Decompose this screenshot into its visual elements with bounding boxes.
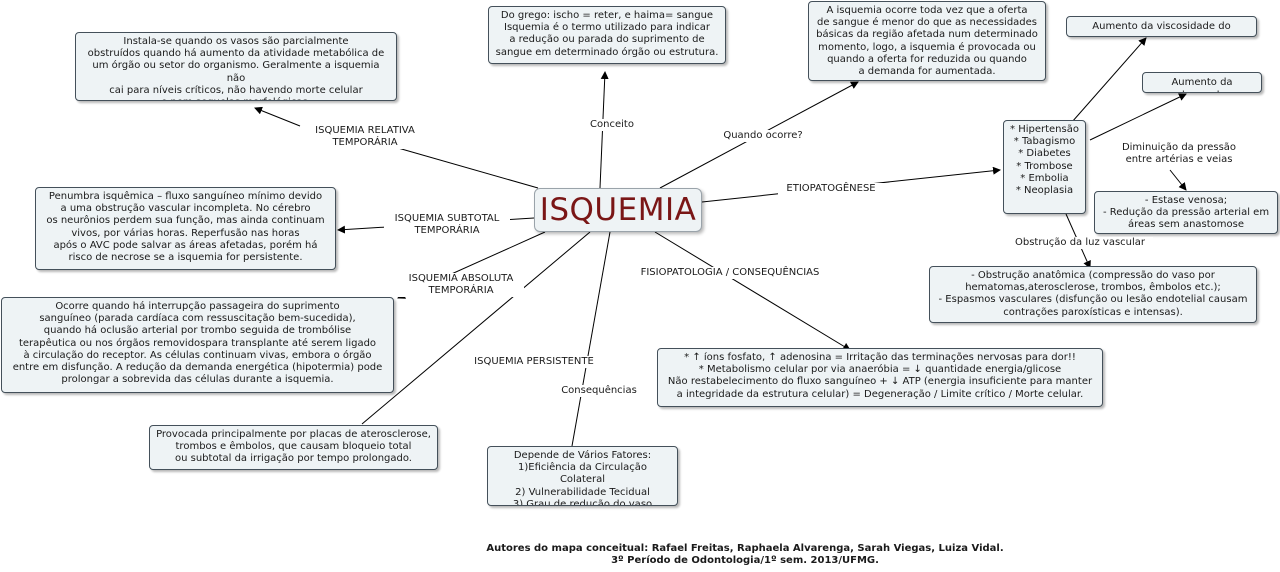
viscosidade-box: Aumento da viscosidade do sangue bbox=[1066, 16, 1257, 37]
label-quando-ocorre: Quando ocorre? bbox=[716, 130, 810, 142]
conceito-definition-box: Do grego: ischo = reter, e haima= sangue… bbox=[488, 6, 726, 64]
demanda-box: Aumento da demanda bbox=[1142, 72, 1262, 93]
link-fisiopatologia bbox=[654, 231, 851, 351]
fisiopatologia-definition-box: * ↑ íons fosfato, ↑ adenosina = Irritaçã… bbox=[657, 348, 1103, 407]
link-relativa bbox=[397, 147, 539, 189]
link-estase bbox=[1169, 169, 1187, 191]
link-demanda bbox=[1089, 93, 1187, 141]
link-viscosidade bbox=[1071, 37, 1147, 123]
fatores-risco-box: * Hipertensão * Tabagismo * Diabetes * T… bbox=[1003, 120, 1086, 214]
label-persistente: ISQUEMIA PERSISTENTE bbox=[464, 356, 604, 368]
consequencias-definition-box: Depende de Vários Fatores: 1)Eficiência … bbox=[487, 446, 678, 506]
label-relativa: ISQUEMIA RELATIVA TEMPORÁRIA bbox=[304, 125, 426, 149]
label-subtotal: ISQUEMIA SUBTOTAL TEMPORÁRIA bbox=[384, 213, 510, 237]
link-relativa-arrow bbox=[254, 106, 301, 127]
central-topic: ISQUEMIA bbox=[534, 188, 702, 232]
label-diminuicao-pressao: Diminuição da pressão entre artérias e v… bbox=[1114, 142, 1244, 166]
label-consequencias: Consequências bbox=[555, 385, 643, 397]
label-conceito: Conceito bbox=[583, 119, 641, 131]
subtotal-definition-box: Penumbra isquêmica – fluxo sanguíneo mín… bbox=[35, 187, 336, 270]
label-etiopatogenese: ETIOPATOGÊNESE bbox=[778, 183, 884, 195]
link-consequencias bbox=[571, 231, 611, 447]
absoluta-definition-box: Ocorre quando há interrupção passageira … bbox=[1, 297, 394, 393]
footer-course: 3º Período de Odontologia/1º sem. 2013/U… bbox=[611, 555, 879, 566]
label-obstrucao-luz: Obstrução da luz vascular bbox=[1007, 237, 1153, 249]
footer-authors: Autores do mapa conceitual: Rafael Freit… bbox=[486, 543, 1004, 554]
quando-ocorre-definition-box: A isquemia ocorre toda vez que a oferta … bbox=[808, 1, 1046, 81]
label-absoluta: ISQUEMIA ABSOLUTA TEMPORÁRIA bbox=[398, 273, 524, 297]
link-persistente bbox=[361, 231, 591, 425]
relativa-definition-box: Instala-se quando os vasos são parcialme… bbox=[75, 32, 397, 101]
obstrucao-box: - Obstrução anatômica (compressão do vas… bbox=[929, 266, 1257, 323]
persistente-definition-box: Provocada principalmente por placas de a… bbox=[149, 425, 438, 470]
label-fisiopatologia: FISIOPATOLOGIA / CONSEQUÊNCIAS bbox=[628, 267, 832, 279]
estase-venosa-box: - Estase venosa; - Redução da pressão ar… bbox=[1094, 191, 1278, 234]
